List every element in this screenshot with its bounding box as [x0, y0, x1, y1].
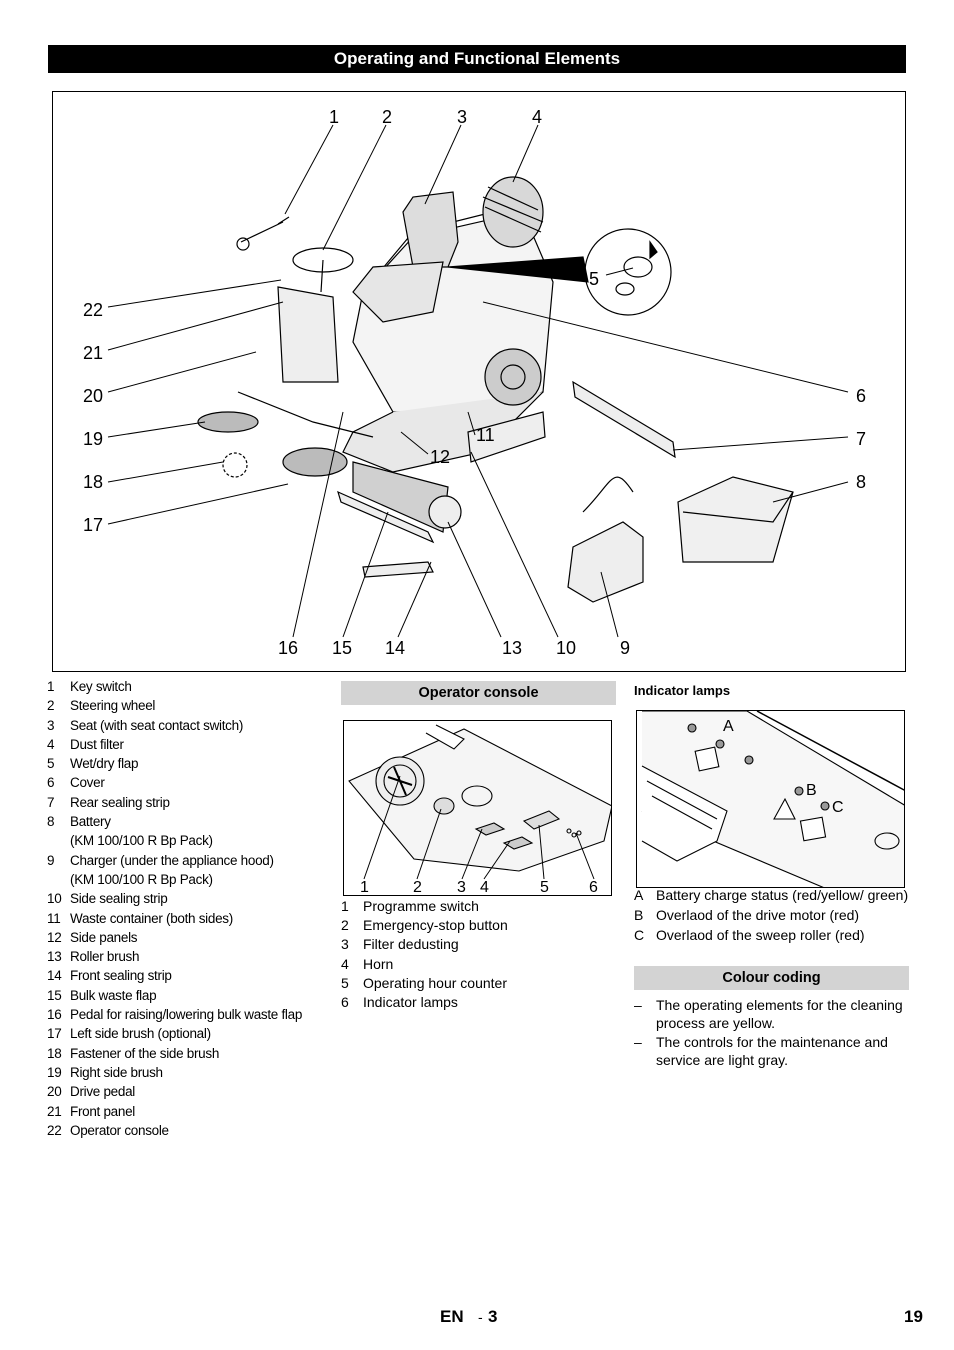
callout-9: 9: [620, 638, 631, 658]
console-callout-2: 2: [413, 879, 422, 896]
operator-console-illustration: 1 2 3 4 5 6: [343, 720, 612, 896]
operator-console-heading: Operator console: [341, 681, 616, 705]
callout-4: 4: [532, 107, 543, 127]
console-callout-6: 6: [589, 879, 598, 896]
list-item: –The operating elements for the cleaning…: [634, 997, 903, 1031]
callout-5: 5: [589, 269, 600, 289]
lamp-callout-a: A: [723, 718, 734, 735]
footer-section-page: 3: [488, 1307, 498, 1326]
list-item-subline: (KM 100/100 R Bp Pack): [70, 833, 213, 849]
sweeper-drawing: [107, 124, 849, 638]
callout-7: 7: [856, 429, 867, 449]
colour-coding-list: –The operating elements for the cleaning…: [634, 996, 909, 1070]
console-callout-3: 3: [457, 879, 466, 896]
callout-1: 1: [329, 107, 340, 127]
callout-18: 18: [83, 472, 104, 492]
callout-2: 2: [382, 107, 393, 127]
callout-12: 12: [430, 447, 451, 467]
lamps-drawing: [641, 711, 904, 887]
callout-13: 13: [502, 638, 523, 658]
console-callout-5: 5: [540, 879, 549, 896]
lamp-callout-b: B: [806, 782, 817, 799]
callout-8: 8: [856, 472, 867, 492]
callout-17: 17: [83, 515, 104, 535]
callout-19: 19: [83, 429, 104, 449]
callout-15: 15: [332, 638, 353, 658]
list-item: –The controls for the maintenance and se…: [634, 1034, 888, 1068]
footer-language: EN: [440, 1307, 464, 1326]
colour-coding-heading: Colour coding: [634, 966, 909, 990]
console-drawing: [348, 724, 611, 880]
page-title: Operating and Functional Elements: [48, 45, 906, 73]
indicator-lamps-illustration: A B C: [636, 710, 905, 888]
callout-22: 22: [83, 300, 104, 320]
callout-11: 11: [476, 425, 495, 445]
page-number: 19: [904, 1307, 923, 1326]
machine-illustration: 1 2 3 4 5 6 7 8 9 10 11 12 13 14 15 16 1…: [52, 91, 906, 672]
callout-14: 14: [385, 638, 406, 658]
list-item-subline: (KM 100/100 R Bp Pack): [70, 871, 213, 887]
console-callout-1: 1: [360, 879, 369, 896]
callout-20: 20: [83, 386, 104, 406]
indicator-lamps-heading: Indicator lamps: [634, 683, 731, 698]
callout-16: 16: [278, 638, 299, 658]
callout-21: 21: [83, 343, 104, 363]
callout-6: 6: [856, 386, 867, 406]
console-callout-4: 4: [480, 879, 489, 896]
footer-separator: -: [478, 1309, 483, 1325]
callout-3: 3: [457, 107, 468, 127]
lamp-callout-c: C: [832, 799, 844, 816]
callout-10: 10: [556, 638, 577, 658]
